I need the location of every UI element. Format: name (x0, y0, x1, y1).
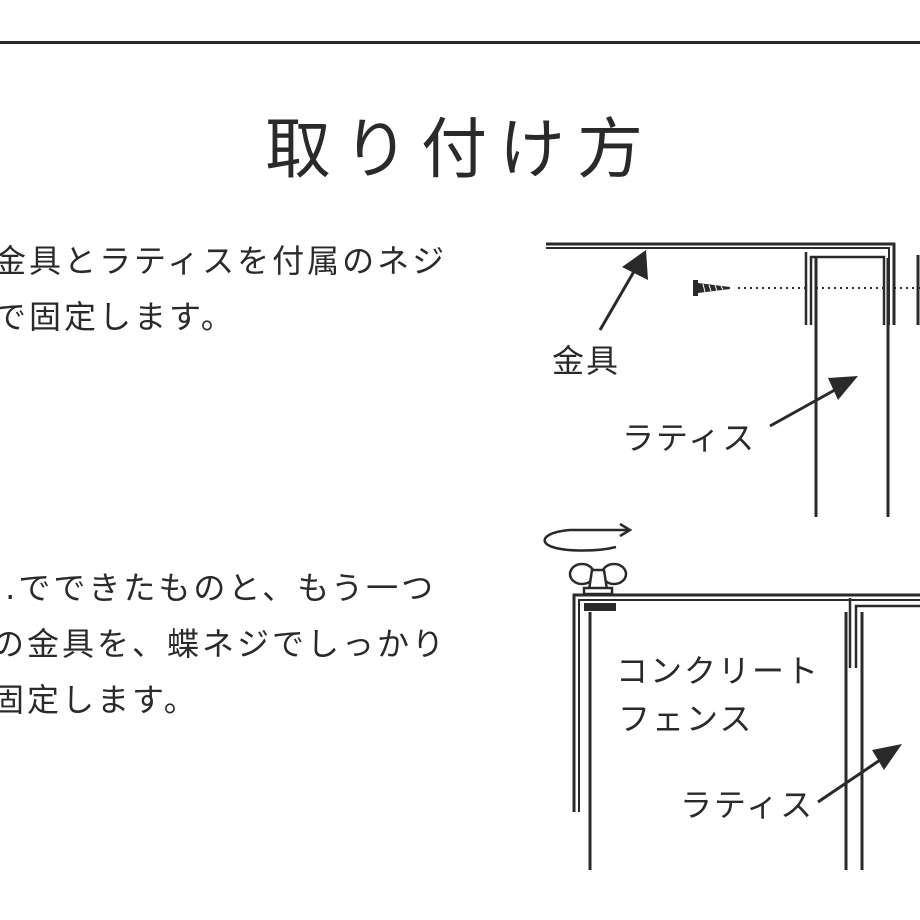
lattice-label-bottom: ラティス (680, 786, 814, 824)
step-1-line-1: 金具とラティスを付属のネジ (0, 242, 448, 280)
pointer-arrow-icon (817, 744, 902, 804)
page-title: 取り付け方 (265, 111, 655, 188)
fence-label-line-2: フェンス (618, 700, 753, 738)
bottom-diagram (572, 593, 920, 870)
lattice-bracket (848, 598, 920, 668)
step-2-line-1: ..でできたものと、もう一つ (0, 569, 437, 607)
screw-icon (693, 280, 730, 296)
bracket-label: 金具 (552, 342, 620, 380)
pointer-arrow-icon (598, 250, 648, 331)
fence-bracket (572, 593, 920, 812)
wing-nut-icon (568, 562, 628, 596)
rotation-arrow-icon (543, 522, 633, 552)
step-2-line-3: 固定します。 (0, 681, 199, 719)
top-diagram (546, 242, 920, 517)
metal-bracket (546, 242, 896, 325)
step-1-instructions: 金具とラティスを付属のネジ で固定します。 (0, 233, 447, 345)
step-2-line-2: の金具を、蝶ネジでしっかり (0, 625, 448, 663)
step-1-line-2: で固定します。 (0, 298, 236, 336)
pointer-arrow-icon (769, 376, 858, 428)
fence-label-line-1: コンクリート (616, 652, 820, 690)
step-2-instructions: ..でできたものと、もう一つ の金具を、蝶ネジでしっかり 固定します。 (0, 560, 447, 728)
top-divider (0, 41, 920, 44)
lattice-board-bottom (844, 612, 864, 870)
lattice-label-top: ラティス (622, 419, 756, 457)
lattice-board-top (814, 258, 890, 517)
